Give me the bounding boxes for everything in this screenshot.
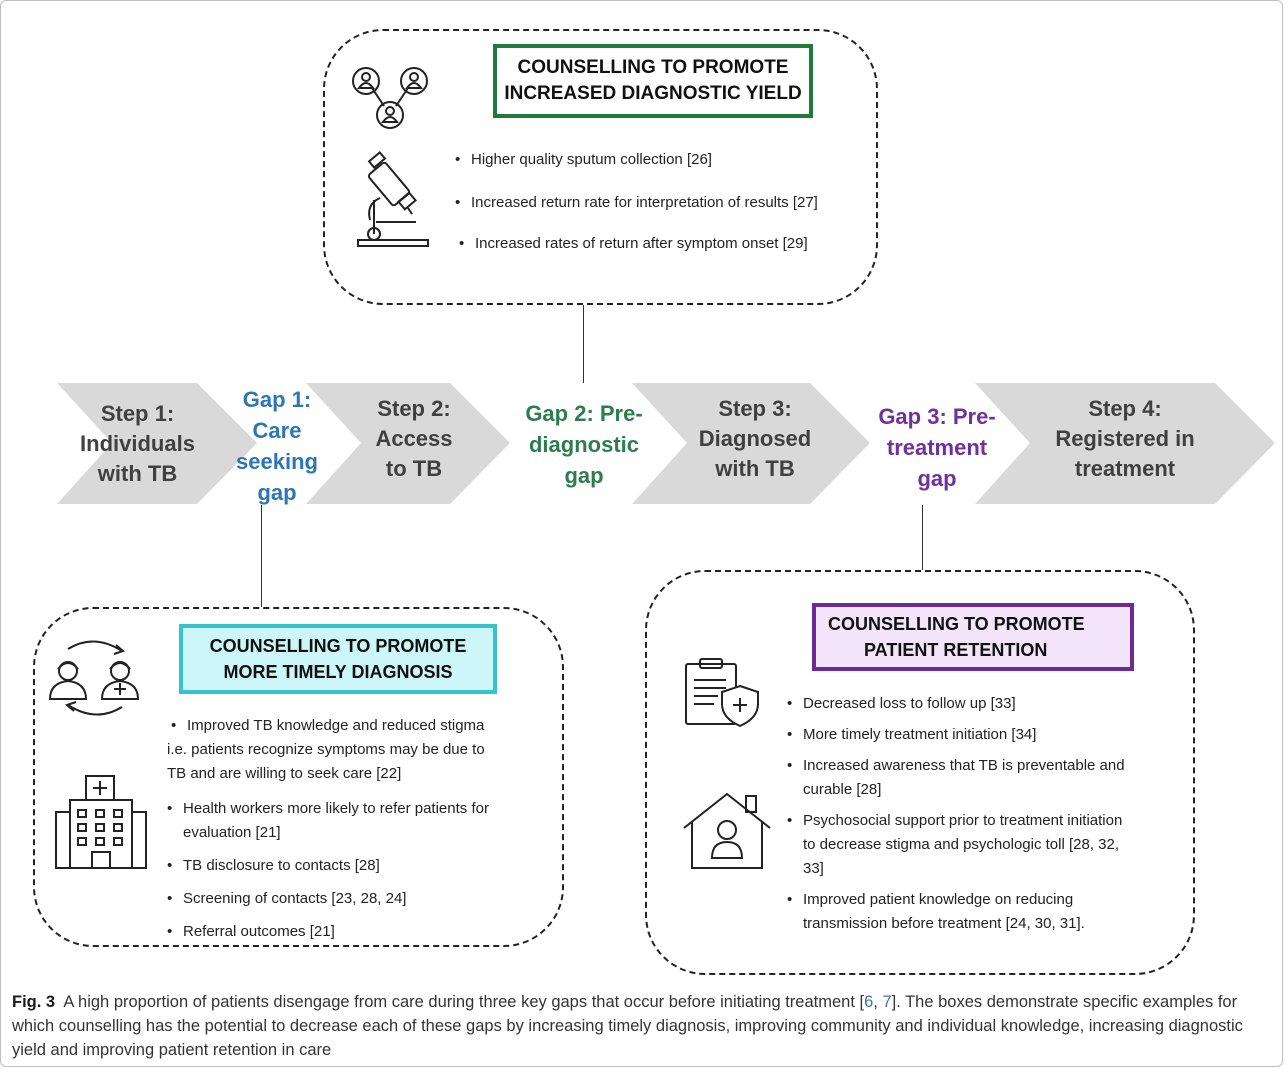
citation-link[interactable]: 6 bbox=[864, 993, 874, 1011]
list-patient-retention: Decreased loss to follow up [33] More ti… bbox=[787, 692, 1182, 936]
title-line: COUNSELLING TO PROMOTE bbox=[828, 614, 1085, 634]
step-1-label: Step 1: Individuals with TB bbox=[80, 401, 195, 486]
title-line: COUNSELLING TO PROMOTE bbox=[209, 636, 467, 656]
list-item: Psychosocial support prior to treatment … bbox=[787, 809, 1182, 881]
list-item: More timely treatment initiation [34] bbox=[787, 723, 1182, 747]
list-item: Referral outcomes [21] bbox=[167, 920, 552, 944]
list-timely-diagnosis: Improved TB knowledge and reduced stigma… bbox=[167, 714, 552, 944]
list-item: TB disclosure to contacts [28] bbox=[167, 854, 552, 878]
list-item: Screening of contacts [23, 28, 24] bbox=[167, 887, 552, 911]
step-arrow-2 bbox=[306, 383, 510, 504]
title-timely-diagnosis: COUNSELLING TO PROMOTE MORE TIMELY DIAGN… bbox=[179, 624, 497, 694]
list-item: Higher quality sputum collection [26] bbox=[455, 151, 870, 194]
title-line: PATIENT RETENTION bbox=[864, 640, 1048, 660]
gap-2-label: Gap 2: Pre- diagnostic gap bbox=[525, 401, 643, 488]
connector-gap2 bbox=[583, 305, 584, 383]
title-line: MORE TIMELY DIAGNOSIS bbox=[223, 662, 453, 682]
title-line: COUNSELLING TO PROMOTE bbox=[517, 57, 789, 78]
gap-3-label: Gap 3: Pre- treatment gap bbox=[878, 404, 996, 491]
list-item: Improved TB knowledge and reduced stigma… bbox=[167, 714, 552, 786]
figure-caption: Fig. 3 A high proportion of patients dis… bbox=[12, 993, 1243, 1059]
list-item: Decreased loss to follow up [33] bbox=[787, 692, 1182, 716]
title-patient-retention: COUNSELLING TO PROMOTE PATIENT RETENTION bbox=[812, 603, 1134, 671]
title-line: INCREASED DIAGNOSTIC YIELD bbox=[504, 83, 802, 104]
citation-link[interactable]: 7 bbox=[882, 993, 892, 1011]
clipboard-shield-icon bbox=[685, 658, 759, 728]
caption-label: Fig. 3 bbox=[12, 993, 56, 1011]
title-diagnostic-yield: COUNSELLING TO PROMOTE INCREASED DIAGNOS… bbox=[493, 44, 813, 118]
list-item: Health workers more likely to refer pati… bbox=[167, 797, 552, 845]
patient-exchange-icon bbox=[48, 640, 140, 716]
list-item: Increased return rate for interpretation… bbox=[455, 194, 870, 235]
step-arrow-4 bbox=[975, 383, 1275, 504]
list-item: Increased awareness that TB is preventab… bbox=[787, 754, 1182, 802]
gap-1-label: Gap 1: Care seeking gap bbox=[236, 387, 318, 505]
step-3-label: Step 3: Diagnosed with TB bbox=[698, 396, 812, 481]
hospital-icon bbox=[55, 775, 147, 869]
microscope-icon bbox=[357, 151, 429, 247]
list-item: Increased rates of return after symptom … bbox=[459, 235, 870, 252]
list-item: Improved patient knowledge on reducing t… bbox=[787, 888, 1182, 936]
caption-text: A high proportion of patients disengage … bbox=[63, 993, 865, 1011]
people-network-icon bbox=[352, 67, 428, 129]
connector-gap3 bbox=[922, 505, 923, 570]
home-patient-icon bbox=[683, 792, 771, 869]
connector-gap1 bbox=[261, 505, 262, 607]
step-arrow-1 bbox=[57, 383, 257, 504]
step-4-label: Step 4: Registered in treatment bbox=[1055, 396, 1195, 481]
step-arrow-3 bbox=[632, 383, 870, 504]
step-2-label: Step 2: Access to TB bbox=[375, 396, 453, 481]
list-diagnostic-yield: Higher quality sputum collection [26] In… bbox=[455, 151, 870, 252]
caption-text: ]. The boxes demonstrate specific exampl… bbox=[12, 993, 1243, 1059]
